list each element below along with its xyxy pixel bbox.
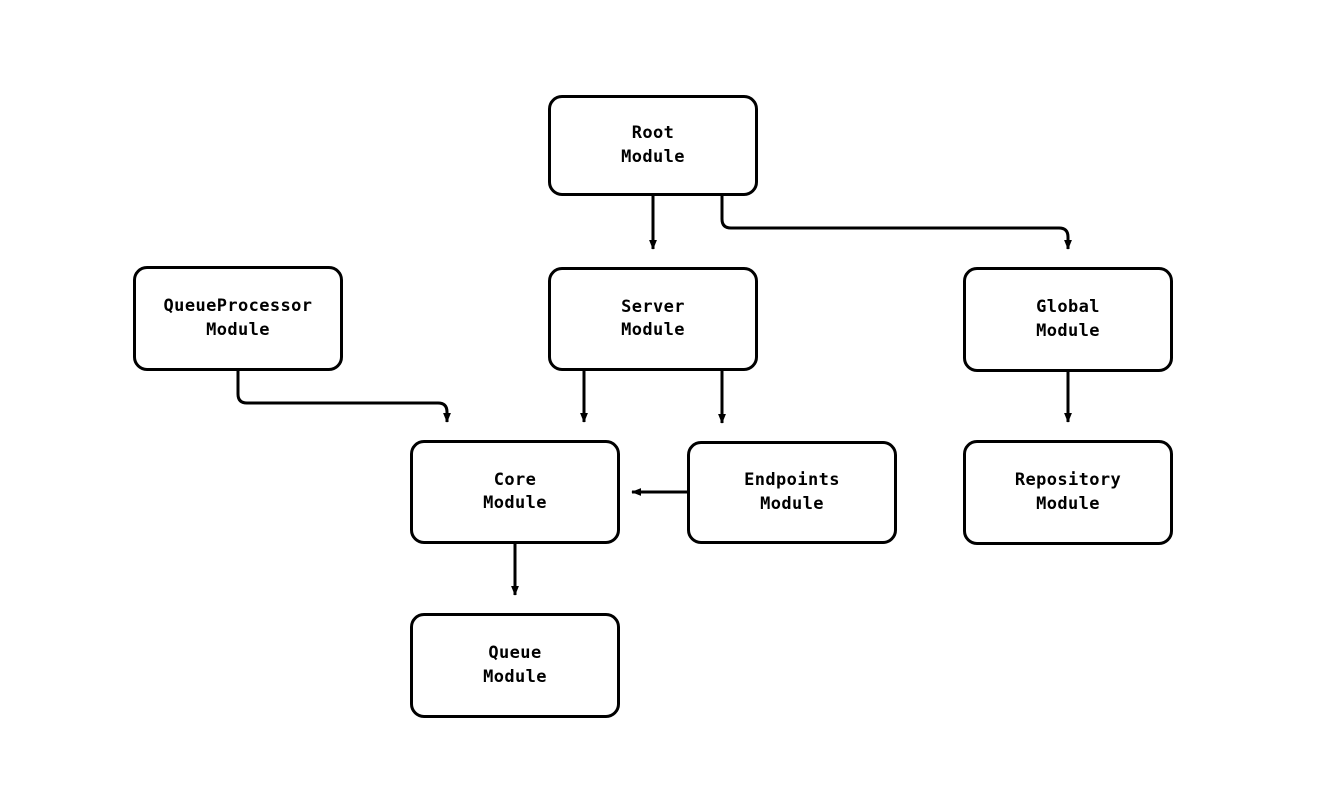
node-queue-module[interactable]: Queue Module [410,613,620,718]
node-repository-module[interactable]: Repository Module [963,440,1173,545]
edge-queueprocessor-to-core [236,371,451,423]
node-root-module-label: Root Module [621,123,685,167]
edge-root-to-global [720,196,1072,250]
node-global-module[interactable]: Global Module [963,267,1173,372]
node-root-module[interactable]: Root Module [548,95,758,196]
node-core-module-label: Core Module [483,469,547,513]
node-queue-module-label: Queue Module [483,643,547,687]
node-server-module[interactable]: Server Module [548,267,758,371]
node-endpoints-module[interactable]: Endpoints Module [687,441,897,544]
node-global-module-label: Global Module [1036,297,1100,341]
node-server-module-label: Server Module [621,296,685,340]
node-queueprocessor-module[interactable]: QueueProcessor Module [133,266,343,371]
node-core-module[interactable]: Core Module [410,440,620,544]
node-endpoints-module-label: Endpoints Module [744,470,840,514]
node-queueprocessor-module-label: QueueProcessor Module [163,296,313,340]
node-repository-module-label: Repository Module [1014,470,1122,514]
